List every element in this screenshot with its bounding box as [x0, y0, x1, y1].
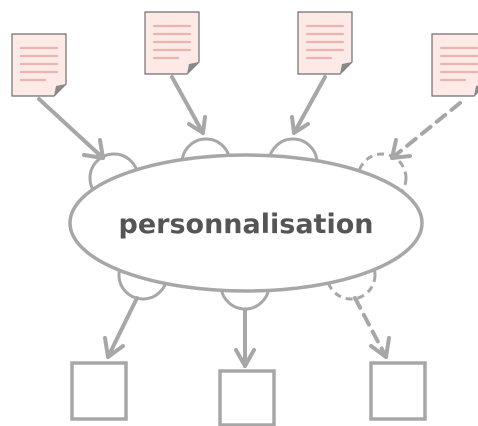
output-box-3: [369, 361, 427, 421]
output-box-2: [218, 369, 276, 426]
input-document-4-icon: [430, 32, 478, 98]
input-arrow-2: [170, 75, 207, 135]
input-document-1-icon: [10, 32, 68, 98]
output-arrow-3: [353, 296, 391, 359]
input-document-2-icon: [143, 10, 201, 76]
input-arrow-3: [290, 75, 327, 135]
output-arrow-2: [234, 308, 256, 368]
input-arrow-1: [37, 97, 105, 160]
personnalisation-hub: [68, 153, 424, 293]
hub-label: personnalisation: [119, 209, 374, 240]
output-box-1: [70, 361, 128, 421]
output-arrow-1: [103, 296, 139, 359]
input-arrow-4: [390, 101, 462, 160]
input-document-3-icon: [296, 10, 354, 76]
